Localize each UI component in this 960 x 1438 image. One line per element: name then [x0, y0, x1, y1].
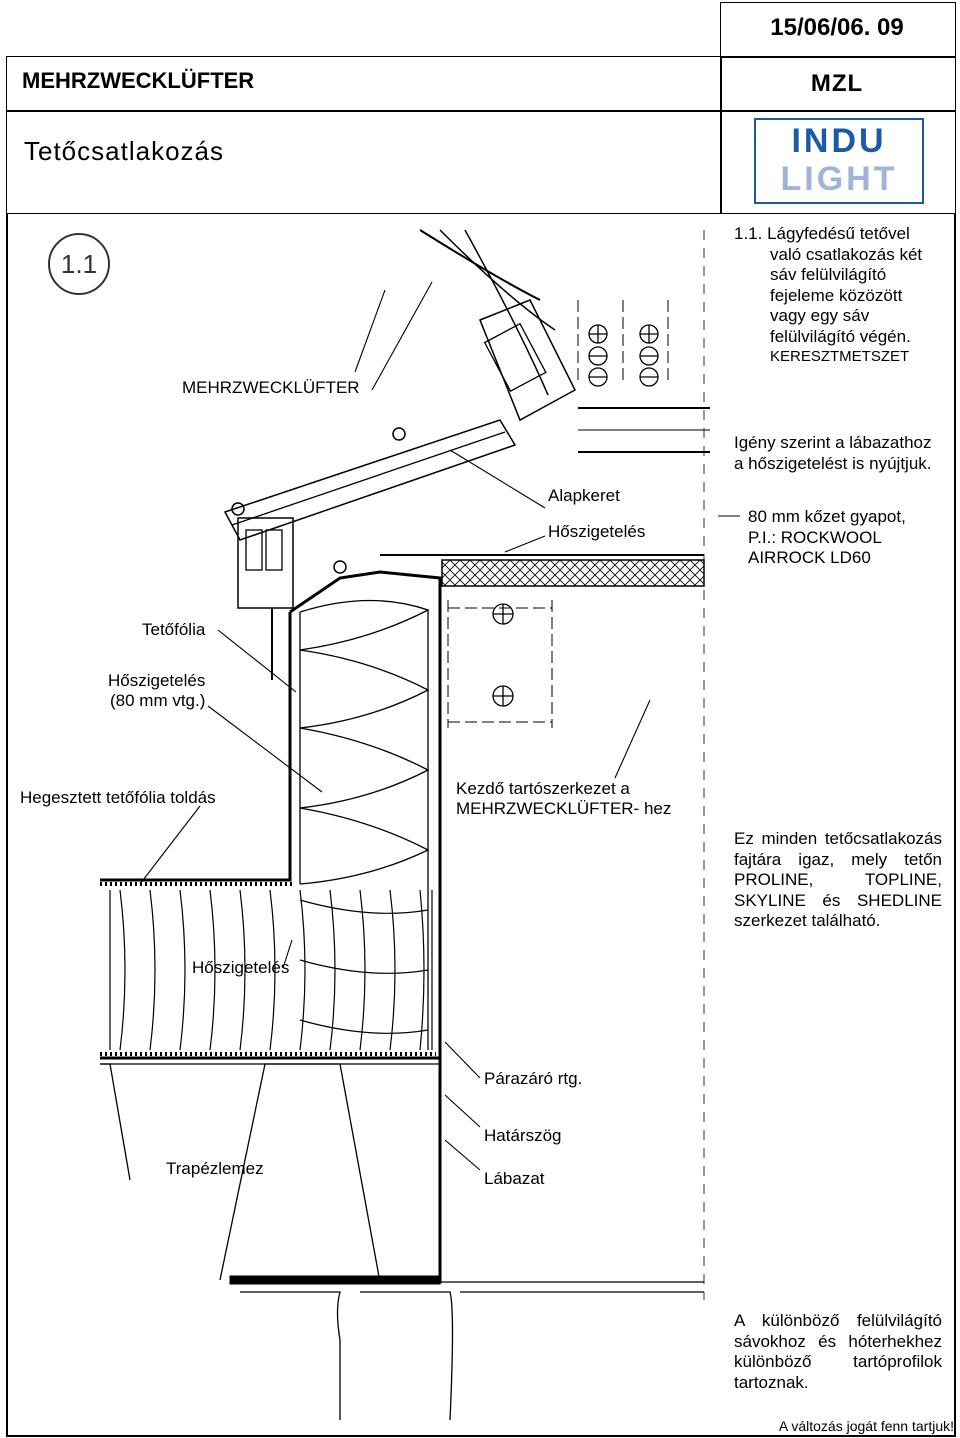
note-rockwool: 80 mm kőzet gyapot, P.I.: ROCKWOOL AIRRO… [748, 507, 948, 569]
body-frame-right [954, 214, 956, 1436]
note-detail-line: sáv felülvilágító [770, 265, 887, 284]
note-detail-line: vagy egy sáv [770, 306, 870, 325]
label-mehrzweck: MEHRZWECKLÜFTER [182, 378, 360, 397]
label-tetofolia: Tetőfólia [142, 620, 206, 639]
logo-line2: LIGHT [780, 160, 898, 198]
indulight-logo: INDU LIGHT [754, 118, 924, 204]
detail-badge: 1.1 [48, 233, 110, 295]
note-insulation-offer-l1: Igény szerint a lábazathoz [734, 433, 932, 452]
label-hoszig-bottom: Hőszigetelés [192, 958, 290, 977]
note-insulation-offer-l2: a hőszigetelést is nyújtjuk. [734, 453, 932, 473]
model-code: MZL [810, 70, 864, 97]
date-box [720, 2, 956, 58]
label-hoszig-top: Hőszigetelés [548, 522, 646, 541]
note-compatibility: Ez minden tetőcsatlakozás fajtára igaz, … [734, 829, 942, 930]
note-detail-line: felülvilágító végén. [770, 326, 911, 346]
note-detail: 1.1. Lágyfedésű tetővel való csatlakozás… [734, 224, 950, 368]
note-insulation-offer: Igény szerint a lábazathoz a hőszigetelé… [734, 433, 950, 474]
label-kezdo-l2: MEHRZWECKLÜFTER- hez [456, 799, 672, 818]
label-labazat: Lábazat [484, 1169, 545, 1188]
label-trapezlemez: Trapézlemez [166, 1159, 264, 1178]
header-divider-v [720, 56, 722, 214]
note-detail-line: 1.1. Lágyfedésű tetővel [734, 224, 910, 243]
note-rockwool-l3: AIRROCK LD60 [748, 548, 871, 567]
footer-disclaimer: A változás jogát fenn tartjuk! [778, 1418, 954, 1434]
label-alapkeret: Alapkeret [548, 486, 620, 505]
header-divider-h [6, 110, 956, 112]
label-hoszig-80-l2: (80 mm vtg.) [110, 691, 206, 710]
logo-line1: INDU [791, 122, 887, 160]
subject-title: Tetőcsatlakozás [24, 136, 224, 166]
note-rockwool-l2: P.I.: ROCKWOOL [748, 527, 882, 547]
label-kezdo-l1: Kezdő tartószerkezet a [456, 779, 630, 798]
note-detail-line: fejeleme közözött [770, 285, 903, 305]
label-hegesztett: Hegesztett tetőfólia toldás [20, 788, 216, 807]
product-title: MEHRZWECKLÜFTER [22, 68, 255, 93]
header-frame [6, 56, 956, 214]
note-profiles: A különböző felülvilágító sávokhoz és hó… [734, 1311, 942, 1392]
note-detail-line: való csatlakozás két [770, 244, 923, 264]
label-hatarszog: Határszög [484, 1126, 562, 1145]
date-code: 15/06/06. 09 [770, 14, 904, 41]
body-frame-left [6, 214, 8, 1436]
section-drawing [100, 229, 740, 1421]
note-rockwool-l1: 80 mm kőzet gyapot, [748, 507, 906, 526]
note-section-label: KERESZTMETSZET [770, 348, 910, 365]
body-frame-bottom [6, 1435, 956, 1437]
label-hoszig-80-l1: Hőszigetelés [108, 671, 206, 690]
label-parazaro: Párazáró rtg. [484, 1069, 583, 1088]
